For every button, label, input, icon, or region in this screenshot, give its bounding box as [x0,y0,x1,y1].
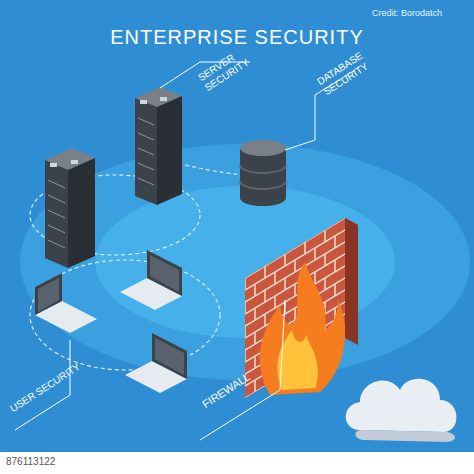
firewall-wall [245,218,358,416]
laptop [35,273,97,333]
database-cylinder [240,140,286,206]
cloud [346,379,457,442]
footer-strip [0,452,474,474]
laptop [120,250,182,310]
background [0,0,474,452]
watermark: 876113122 [6,456,126,468]
server-rack [45,148,95,268]
laptop [125,333,187,393]
flames [260,262,345,395]
leader-lines [15,62,355,440]
watermark: Credit: Borodatch [372,8,472,18]
server-rack [135,87,182,205]
title: ENTERPRISE SECURITY [0,26,474,49]
